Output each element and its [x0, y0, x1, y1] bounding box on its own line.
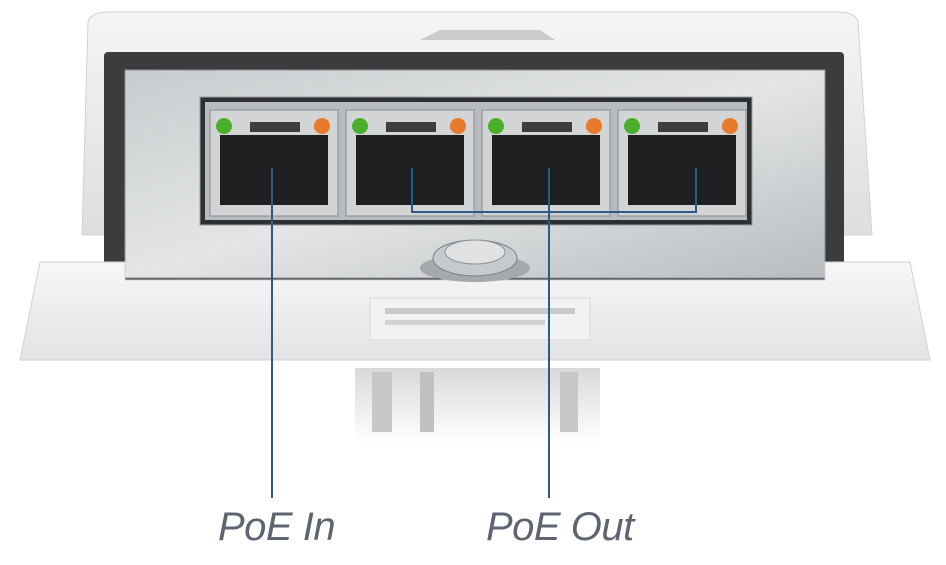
port-1: [209, 109, 339, 217]
mount-bracket: [355, 368, 600, 443]
port-4: [617, 109, 747, 217]
activity-led: [450, 118, 466, 134]
activity-led: [586, 118, 602, 134]
link-led: [624, 118, 640, 134]
activity-led: [722, 118, 738, 134]
activity-led: [314, 118, 330, 134]
poe-in-label: PoE In: [218, 505, 336, 549]
front-flap: [19, 261, 931, 361]
rj45-ports: [209, 109, 747, 217]
poe-out-label: PoE Out: [486, 505, 634, 549]
screw: [420, 239, 530, 282]
port-3: [481, 109, 611, 217]
poe-out-bracket: [411, 168, 697, 213]
link-led: [216, 118, 232, 134]
link-led: [352, 118, 368, 134]
link-led: [488, 118, 504, 134]
port-2: [345, 109, 475, 217]
callout-lines: [271, 168, 697, 498]
